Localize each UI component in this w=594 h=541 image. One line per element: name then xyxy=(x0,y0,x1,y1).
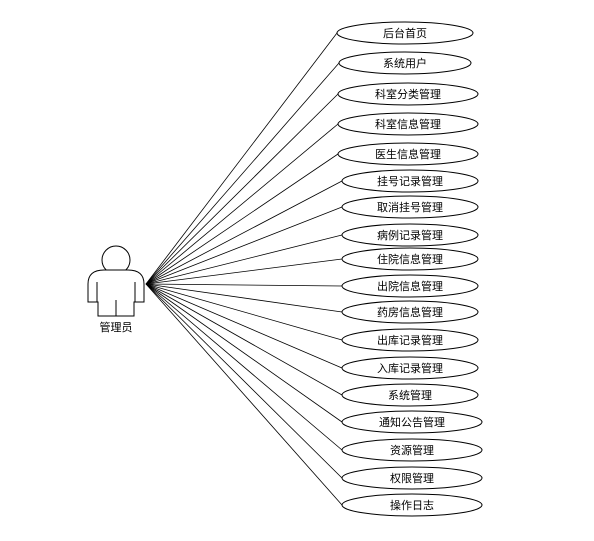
association-line xyxy=(145,180,343,285)
association-line xyxy=(145,283,343,369)
association-line xyxy=(145,234,343,285)
use-case-label: 住院信息管理 xyxy=(377,252,443,266)
use-cases: 后台首页系统用户科室分类管理科室信息管理医生信息管理挂号记录管理取消挂号管理病例… xyxy=(336,21,483,517)
use-case-ellipse xyxy=(341,356,479,380)
use-case: 通知公告管理 xyxy=(341,410,483,434)
use-case-label: 出院信息管理 xyxy=(377,279,443,293)
use-case: 科室信息管理 xyxy=(337,112,479,136)
association-line xyxy=(145,283,343,287)
association-line xyxy=(145,283,343,506)
association-line xyxy=(145,283,343,423)
use-case: 系统用户 xyxy=(338,51,472,75)
association-line xyxy=(145,283,343,313)
use-case-ellipse xyxy=(341,223,479,247)
use-case-ellipse xyxy=(341,438,483,462)
use-case: 挂号记录管理 xyxy=(341,169,479,193)
association-line xyxy=(145,62,340,285)
actor-admin: 管理员 xyxy=(87,245,145,334)
association-line xyxy=(145,32,338,285)
association-line xyxy=(145,283,343,451)
use-case: 出院信息管理 xyxy=(341,274,479,298)
use-case-label: 后台首页 xyxy=(383,26,427,40)
association-line xyxy=(145,283,343,479)
use-case-label: 通知公告管理 xyxy=(379,415,445,429)
use-case-label: 入库记录管理 xyxy=(377,361,443,375)
use-case-ellipse xyxy=(336,21,474,45)
use-case: 系统管理 xyxy=(341,383,479,407)
use-case-label: 系统管理 xyxy=(388,388,432,402)
association-line xyxy=(145,283,343,396)
use-case: 资源管理 xyxy=(341,438,483,462)
use-case-label: 挂号记录管理 xyxy=(377,174,443,188)
association-line xyxy=(145,206,343,285)
use-case-ellipse xyxy=(341,410,483,434)
association-lines xyxy=(145,32,343,506)
use-case-label: 科室信息管理 xyxy=(375,117,441,131)
use-case-ellipse xyxy=(341,195,479,219)
use-case-ellipse xyxy=(337,82,479,106)
use-case-label: 操作日志 xyxy=(390,498,434,512)
use-case: 出库记录管理 xyxy=(341,328,479,352)
use-case-ellipse xyxy=(341,274,479,298)
use-case: 医生信息管理 xyxy=(337,142,479,166)
association-line xyxy=(145,258,343,285)
association-line xyxy=(145,93,339,285)
use-case-ellipse xyxy=(341,466,483,490)
actor-label: 管理员 xyxy=(100,320,133,334)
use-case: 药房信息管理 xyxy=(341,300,479,324)
use-case: 取消挂号管理 xyxy=(341,195,479,219)
use-case-label: 出库记录管理 xyxy=(377,333,443,347)
use-case-label: 权限管理 xyxy=(390,471,434,485)
use-case-label: 资源管理 xyxy=(390,443,434,457)
use-case-label: 科室分类管理 xyxy=(375,87,441,101)
use-case-label: 取消挂号管理 xyxy=(377,200,443,214)
association-line xyxy=(145,153,339,285)
actor-body xyxy=(87,269,145,317)
use-case-label: 系统用户 xyxy=(383,56,427,70)
use-case: 操作日志 xyxy=(341,493,483,517)
use-case-ellipse xyxy=(341,493,483,517)
association-line xyxy=(145,283,343,341)
use-case-ellipse xyxy=(341,169,479,193)
use-case-label: 病例记录管理 xyxy=(377,228,443,242)
use-case-label: 药房信息管理 xyxy=(377,305,443,319)
use-case-ellipse xyxy=(341,247,479,271)
use-case-ellipse xyxy=(341,328,479,352)
use-case: 科室分类管理 xyxy=(337,82,479,106)
use-case-ellipse xyxy=(338,51,472,75)
use-case: 入库记录管理 xyxy=(341,356,479,380)
use-case-ellipse xyxy=(341,383,479,407)
use-case: 病例记录管理 xyxy=(341,223,479,247)
use-case-ellipse xyxy=(337,142,479,166)
association-line xyxy=(145,123,339,285)
use-case-ellipse xyxy=(337,112,479,136)
use-case: 后台首页 xyxy=(336,21,474,45)
use-case: 权限管理 xyxy=(341,466,483,490)
use-case-ellipse xyxy=(341,300,479,324)
use-case: 住院信息管理 xyxy=(341,247,479,271)
use-case-label: 医生信息管理 xyxy=(375,147,441,161)
